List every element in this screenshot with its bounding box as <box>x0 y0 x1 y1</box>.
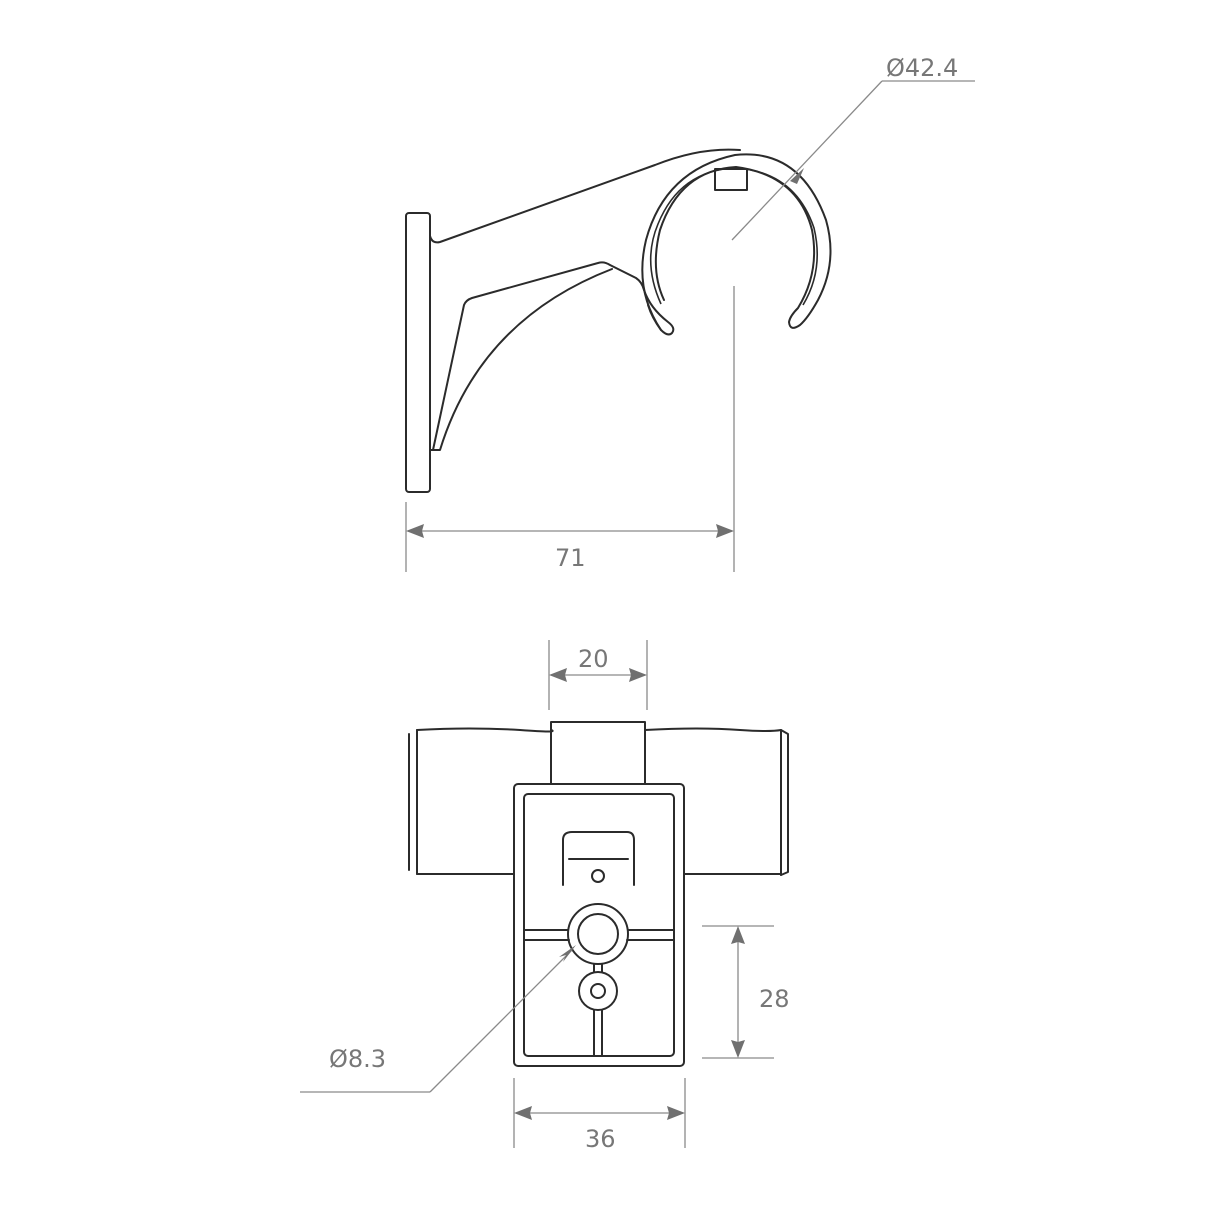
main-boss <box>567 903 629 965</box>
saddle <box>550 721 646 785</box>
diameter-leader <box>731 80 883 241</box>
side-view <box>405 80 975 572</box>
hole-arrow <box>559 945 576 962</box>
arrow-36-right <box>667 1106 685 1120</box>
set-screw-block <box>714 168 748 191</box>
lower-boss <box>578 971 618 1011</box>
arrow-20-right <box>629 668 647 682</box>
wall-plate <box>405 212 431 493</box>
arrow-28-bottom <box>731 1040 745 1058</box>
arrow-20-left <box>549 668 567 682</box>
upper-arm-edge <box>429 148 741 244</box>
slot-outline <box>562 831 635 886</box>
arrow-left <box>406 524 424 538</box>
dimension-label-71: 71 <box>555 544 586 572</box>
dimension-label-28: 28 <box>759 985 790 1013</box>
diameter-arrow <box>790 168 804 184</box>
front-view <box>300 640 789 1148</box>
lower-arm-edge <box>432 261 675 451</box>
arrow-36-left <box>514 1106 532 1120</box>
small-hole-upper <box>591 869 605 883</box>
base-plate-inner <box>523 793 675 1057</box>
arrow-28-top <box>731 926 745 944</box>
main-hole <box>577 913 619 955</box>
diameter-label-8-3: Ø8.3 <box>329 1045 387 1073</box>
dimension-label-36: 36 <box>585 1125 616 1153</box>
ring-liner <box>649 167 819 306</box>
base-plate-outer <box>513 783 685 1067</box>
gusset-curve <box>429 268 613 451</box>
pipe-top-right <box>644 727 789 876</box>
lower-hole <box>590 983 606 999</box>
dimension-label-20: 20 <box>578 645 609 673</box>
pipe-top-left <box>416 727 554 733</box>
arrow-right <box>716 524 734 538</box>
hole-leader <box>429 949 573 1093</box>
ring-outer <box>641 153 832 331</box>
diameter-label-42: Ø42.4 <box>886 54 959 82</box>
